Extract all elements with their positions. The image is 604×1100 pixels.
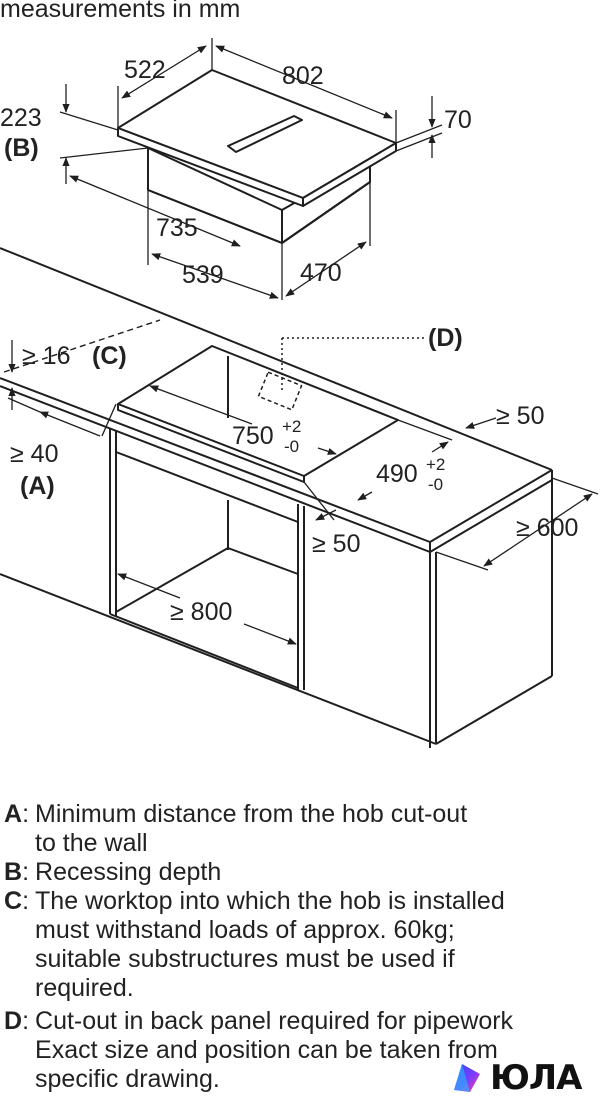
dim-cut-depth-tol-upper: +2 bbox=[426, 455, 445, 474]
legend-key: C bbox=[4, 887, 23, 915]
legend-item-c: C: The worktop into which the hob is ins… bbox=[4, 887, 604, 1003]
cutout-dimension-lines bbox=[7, 340, 599, 645]
dim-cut-depth-tol-lower: -0 bbox=[428, 475, 443, 494]
brand-name: ЮЛА bbox=[490, 1058, 582, 1098]
legend-text: The worktop into which the hob is instal… bbox=[35, 887, 505, 915]
cabinet-drawing bbox=[0, 247, 553, 748]
dim-cut-length-tol-upper: +2 bbox=[282, 417, 301, 436]
wall-edge bbox=[0, 247, 553, 471]
dim-hob-depth: 522 bbox=[124, 56, 166, 84]
dim-cut-depth: 490 bbox=[376, 460, 418, 488]
installation-diagram: 802 522 70 223 (B) 735 539 470 bbox=[0, 38, 599, 748]
legend-text: Exact size and position can be taken fro… bbox=[35, 1036, 498, 1064]
dim-wall-key: (A) bbox=[20, 472, 55, 500]
legend-item-a: A: Minimum distance from the hob cut-out… bbox=[4, 800, 604, 858]
dim-body-width: 735 bbox=[156, 214, 198, 242]
legend-key: A bbox=[4, 800, 23, 828]
dim-cut-length: 750 bbox=[232, 422, 274, 450]
dim-worktop-depth: ≥ 600 bbox=[516, 514, 578, 542]
legend-text: Recessing depth bbox=[35, 858, 222, 886]
dim-cabinet-width: ≥ 800 bbox=[170, 598, 232, 626]
legend-text: Minimum distance from the hob cut-out bbox=[35, 800, 468, 828]
dim-recess-depth: 223 bbox=[0, 104, 42, 132]
legend-text: Cut-out in back panel required for pipew… bbox=[35, 1007, 514, 1035]
dim-cut-length-tol-lower: -0 bbox=[284, 437, 299, 456]
dim-body-depth-side: 470 bbox=[300, 259, 342, 287]
dim-recess-key: (B) bbox=[4, 134, 39, 162]
hob-cutout bbox=[117, 345, 399, 477]
hob-drawing bbox=[117, 69, 397, 244]
dim-hob-width: 802 bbox=[282, 62, 324, 90]
dim-worktop-min: ≥ 16 bbox=[22, 342, 70, 370]
legend-key: B bbox=[4, 858, 23, 886]
legend-text: suitable substructures must be used if bbox=[35, 945, 455, 973]
legend-item-b: B: Recessing depth bbox=[4, 858, 604, 887]
page-title: measurements in mm bbox=[0, 0, 241, 23]
legend-text: specific drawing. bbox=[35, 1065, 220, 1093]
legend-text: must withstand loads of approx. 60kg; bbox=[35, 916, 455, 944]
pipework-cutout bbox=[257, 371, 303, 411]
brand-logo: ЮЛА bbox=[448, 1058, 582, 1098]
dim-pipe-key: (D) bbox=[428, 324, 463, 352]
brand-logo-icon bbox=[454, 1064, 480, 1092]
hob-dimension-lines bbox=[59, 38, 443, 300]
dim-front-clearance: ≥ 50 bbox=[312, 530, 360, 558]
legend-text: to the wall bbox=[35, 829, 148, 857]
legend-item-d: D: Cut-out in back panel required for pi… bbox=[4, 1007, 604, 1094]
dim-wall-min: ≥ 40 bbox=[10, 440, 58, 468]
legend: A: Minimum distance from the hob cut-out… bbox=[4, 800, 604, 1094]
dim-right-clearance: ≥ 50 bbox=[496, 402, 544, 430]
dim-worktop-key: (C) bbox=[92, 342, 127, 370]
extractor-slot bbox=[227, 115, 303, 153]
legend-text: required. bbox=[35, 974, 134, 1002]
dim-body-depth-front: 539 bbox=[182, 261, 224, 289]
dim-hob-height: 70 bbox=[444, 106, 472, 134]
legend-key: D bbox=[4, 1007, 23, 1035]
